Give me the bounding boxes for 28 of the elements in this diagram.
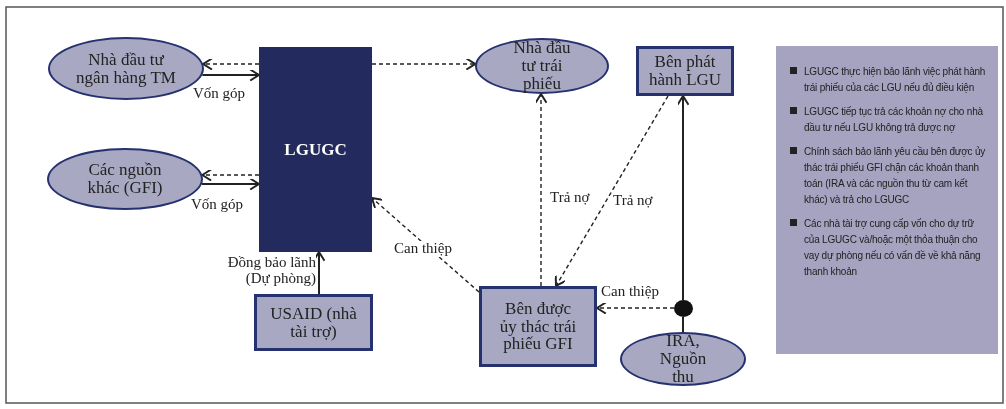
arrow bbox=[534, 93, 548, 287]
entity-box: Bên được ủy thác trái phiếu GFI bbox=[479, 286, 597, 367]
arrow bbox=[596, 301, 675, 315]
arrow bbox=[676, 95, 690, 301]
bullet-text: Chính sách bảo lãnh yêu cầu bên được ủy thác trái phiếu GFI chặn các khoản thanh toán (IRA và các nguồn thu từ cam kết khác) và trả cho LGUGC bbox=[804, 145, 987, 207]
bullet-text: LGUGC thực hiện bảo lãnh việc phát hành trái phiếu của các LGU nếu đủ điều kiện bbox=[804, 65, 987, 95]
edge-label: Trả nợ bbox=[550, 190, 590, 206]
junction-dot bbox=[674, 300, 693, 317]
arrow bbox=[371, 57, 477, 71]
connector-line bbox=[682, 316, 684, 333]
ellipse-node: Nhà đầu tư trái phiếu bbox=[475, 38, 609, 94]
arrow bbox=[554, 95, 669, 287]
arrow bbox=[371, 197, 480, 293]
entity-box: USAID (nhà tài trợ) bbox=[254, 294, 373, 351]
edge-label: Can thiệp bbox=[601, 284, 659, 300]
bullet-text: LGUGC tiếp tục trả các khoản nợ cho nhà đầu tư nếu LGU không trả được nợ bbox=[804, 105, 984, 135]
edge-label: Trả nợ bbox=[613, 193, 653, 209]
bullet-text: Các nhà tài trợ cung cấp vốn cho dự trữ của LGUGC và/hoặc một thỏa thuận cho vay dự phòng nếu có vấn đề về khả năng thanh khoản bbox=[804, 217, 982, 279]
edge-label: Vốn góp bbox=[191, 197, 244, 213]
ellipse-node: IRA, Nguồn thu bbox=[620, 332, 746, 386]
arrow bbox=[202, 57, 260, 71]
edge-label: Vốn góp bbox=[193, 86, 246, 102]
entity-box: Bên phát hành LGU bbox=[636, 46, 734, 96]
arrow bbox=[201, 177, 260, 191]
arrow bbox=[201, 68, 260, 82]
arrow bbox=[201, 168, 260, 182]
entity-box: LGUGC bbox=[259, 47, 372, 252]
edge-label: Can thiệp bbox=[394, 241, 452, 257]
